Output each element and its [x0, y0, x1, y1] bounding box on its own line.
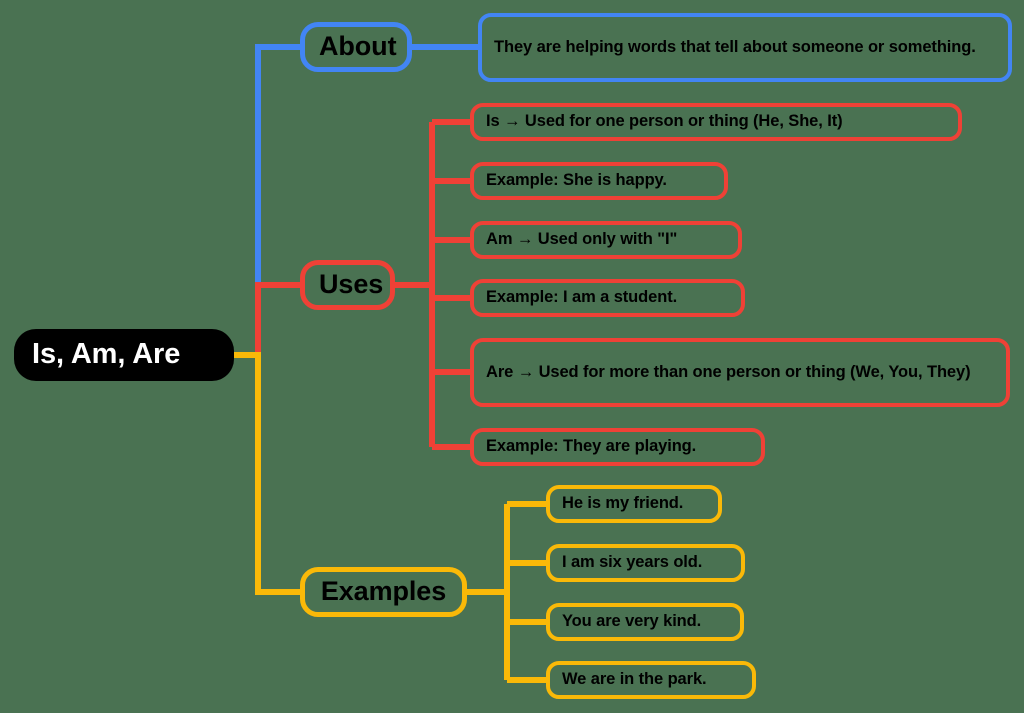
leaf-examples-4-label: We are in the park. — [562, 670, 707, 689]
leaf-uses-4[interactable]: Example: I am a student. — [470, 279, 745, 317]
leaf-uses-5[interactable]: Are → Used for more than one person or t… — [470, 338, 1010, 407]
branch-node-examples-label: Examples — [320, 576, 447, 607]
root-node-label: Is, Am, Are — [32, 338, 181, 371]
leaf-uses-3[interactable]: Am → Used only with "I" — [470, 221, 742, 259]
wire-root-to-uses — [232, 282, 300, 358]
wire-root-to-about — [232, 44, 300, 358]
wire-root-to-examples — [232, 352, 300, 595]
leaf-uses-5-label: Are → Used for more than one person or t… — [486, 362, 971, 381]
leaf-uses-6[interactable]: Example: They are playing. — [470, 428, 765, 466]
leaf-uses-1[interactable]: Is → Used for one person or thing (He, S… — [470, 103, 962, 141]
leaf-uses-6-label: Example: They are playing. — [486, 437, 697, 456]
leaf-examples-2-label: I am six years old. — [562, 553, 703, 572]
leaf-about-1[interactable]: They are helping words that tell about s… — [478, 13, 1012, 82]
branch-node-examples[interactable]: Examples — [300, 567, 467, 617]
branch-node-about[interactable]: About — [300, 22, 412, 72]
leaf-examples-3[interactable]: You are very kind. — [546, 603, 744, 641]
leaf-examples-1-label: He is my friend. — [562, 494, 684, 513]
root-node[interactable]: Is, Am, Are — [14, 329, 234, 381]
leaf-examples-3-label: You are very kind. — [562, 612, 702, 631]
leaf-uses-1-label: Is → Used for one person or thing (He, S… — [486, 112, 843, 131]
leaf-uses-4-label: Example: I am a student. — [486, 288, 678, 307]
leaf-uses-2-label: Example: She is happy. — [486, 171, 667, 190]
leaf-examples-1[interactable]: He is my friend. — [546, 485, 722, 523]
leaf-uses-3-label: Am → Used only with "I" — [486, 230, 678, 249]
leaf-examples-2[interactable]: I am six years old. — [546, 544, 745, 582]
leaf-uses-2[interactable]: Example: She is happy. — [470, 162, 728, 200]
branch-node-uses[interactable]: Uses — [300, 260, 395, 310]
leaf-examples-4[interactable]: We are in the park. — [546, 661, 756, 699]
leaf-about-1-label: They are helping words that tell about s… — [494, 37, 976, 56]
branch-node-uses-label: Uses — [319, 269, 384, 300]
branch-node-about-label: About — [319, 31, 397, 62]
